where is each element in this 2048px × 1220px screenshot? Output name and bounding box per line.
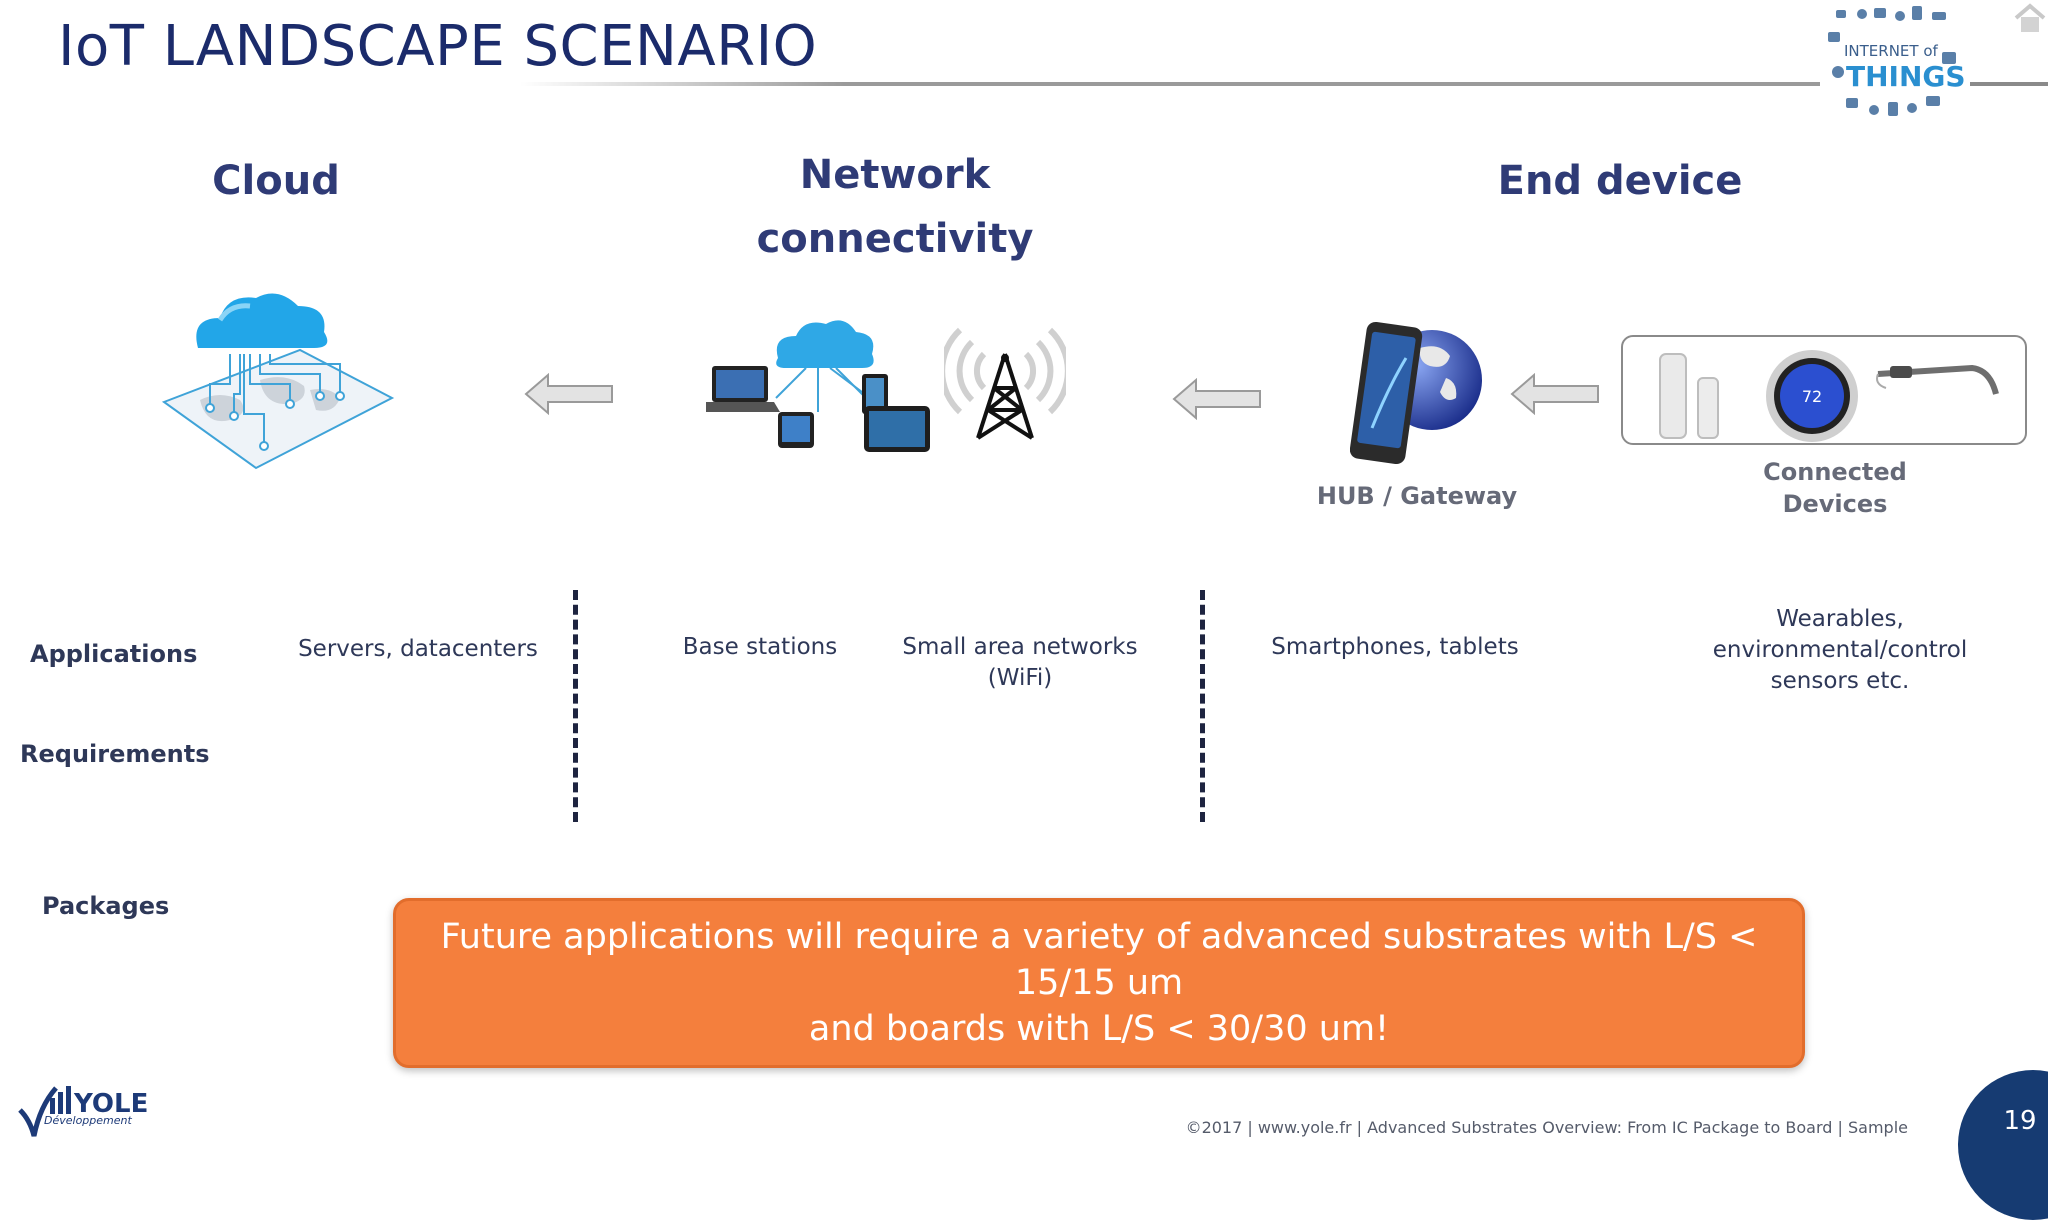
column-heading-network-2: connectivity	[756, 216, 1034, 262]
caption-connected-2: Devices	[1782, 490, 1888, 518]
title-divider-right	[1970, 82, 2048, 86]
row-label-packages: Packages	[42, 892, 170, 920]
app-wearables-2: environmental/control	[1712, 637, 1968, 663]
yole-logo: YOLE Développement	[16, 1074, 156, 1144]
app-wearables-1: Wearables,	[1776, 606, 1904, 632]
smart-glasses-icon	[1872, 360, 2000, 404]
app-smartphones: Smartphones, tablets	[1271, 634, 1519, 660]
radio-tower-icon	[939, 314, 1071, 442]
column-heading-end-device: End device	[1497, 158, 1743, 204]
yole-logo-sub: Développement	[44, 1114, 132, 1127]
yole-logo-name: YOLE	[73, 1089, 148, 1119]
row-label-requirements: Requirements	[20, 740, 210, 768]
caption-connected-1: Connected	[1763, 458, 1907, 486]
left-arrow-icon	[1172, 377, 1262, 421]
app-base-stations: Base stations	[682, 634, 838, 660]
left-arrow-icon	[524, 372, 614, 416]
app-small-area-2: (WiFi)	[987, 665, 1053, 691]
conclusion-banner: Future applications will require a varie…	[393, 898, 1805, 1068]
devices-cloud-icon	[702, 316, 936, 456]
column-separator	[1200, 590, 1205, 822]
smartphone-globe-icon	[1349, 318, 1486, 468]
banner-line-2: and boards with L/S < 30/30 um!	[808, 1009, 1390, 1049]
cloud-network-icon	[160, 290, 396, 480]
app-servers: Servers, datacenters	[298, 636, 538, 662]
column-heading-cloud: Cloud	[212, 158, 340, 204]
page-number-badge	[1958, 1070, 2048, 1220]
title-divider	[520, 82, 1820, 86]
home-icon[interactable]	[2012, 2, 2048, 34]
left-arrow-icon	[1510, 372, 1600, 416]
page-number: 19	[2003, 1106, 2037, 1136]
app-wearables-3: sensors etc.	[1770, 668, 1910, 694]
caption-hub-gateway: HUB / Gateway	[1316, 482, 1518, 510]
thermostat-icon: 72	[1762, 346, 1862, 446]
thermostat-value: 72	[1802, 387, 1822, 406]
iot-logo-text1: INTERNET of	[1844, 42, 1939, 60]
banner-line-1: Future applications will require a varie…	[440, 917, 1758, 1003]
row-label-applications: Applications	[30, 640, 198, 668]
slide-title: IoT LANDSCAPE SCENARIO	[58, 14, 818, 79]
iot-logo: INTERNET of THINGS	[1822, 2, 1972, 130]
column-separator	[573, 590, 578, 822]
footer-text: ©2017 | www.yole.fr | Advanced Substrate…	[1185, 1118, 1908, 1137]
weather-station-icon	[1652, 348, 1728, 440]
column-heading-network-1: Network	[799, 152, 991, 198]
app-small-area-1: Small area networks	[902, 634, 1138, 660]
iot-logo-text2: THINGS	[1846, 60, 1966, 93]
